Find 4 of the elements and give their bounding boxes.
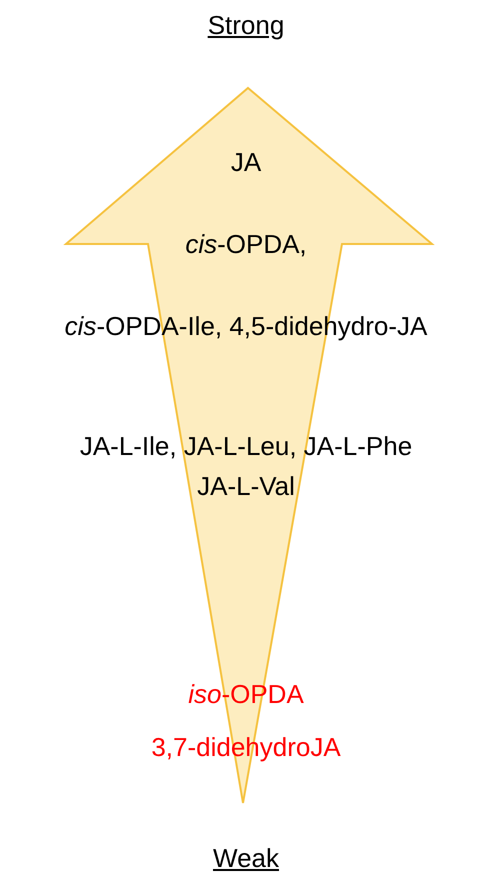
compound-label: cis-OPDA, xyxy=(185,229,307,259)
compound-label: JA xyxy=(230,147,262,177)
scale-label: Strong xyxy=(208,10,284,40)
scale-label: Weak xyxy=(213,843,279,873)
